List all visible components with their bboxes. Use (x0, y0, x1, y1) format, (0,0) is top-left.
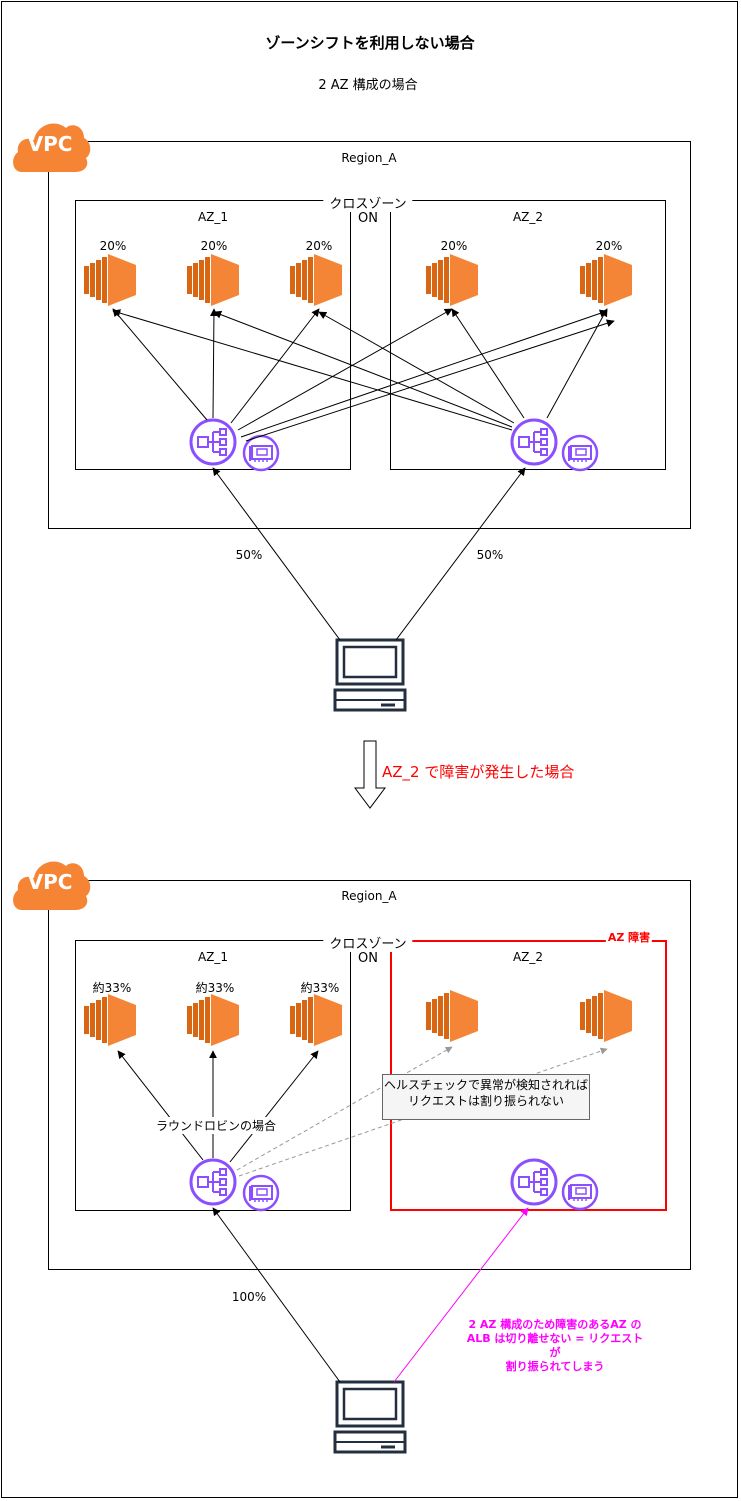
top-client-left-percent: 50% (235, 548, 263, 562)
health-check-note-line2: リクエストは割り振られない (407, 1094, 564, 1108)
bottom-cross-zone-state: ON (355, 951, 381, 966)
top-az2-ec2-1-percent: 20% (440, 239, 468, 253)
diagram-subtitle: 2 AZ 構成の場合 (318, 78, 418, 93)
top-az1-ec2-1-percent: 20% (99, 239, 127, 253)
round-robin-label: ラウンドロビンの場合 (153, 1117, 279, 1134)
diagram-title: ゾーンシフトを利用しない場合 (265, 34, 475, 52)
network-interface-icon (561, 434, 599, 472)
bottom-az1-label: AZ_1 (197, 950, 229, 964)
failure-note: 2 AZ 構成のため障害のあるAZ の ALB は切り離せない = リクエストが… (462, 1318, 648, 1374)
ec2-instance-icon (426, 990, 478, 1042)
application-load-balancer-icon (189, 1158, 237, 1206)
bottom-vpc-label: VPC (27, 870, 73, 894)
ec2-instance-icon (187, 254, 239, 306)
down-arrow-icon (354, 740, 386, 809)
ec2-instance-icon (290, 994, 342, 1046)
top-region-label: Region_A (341, 151, 397, 165)
health-check-note: ヘルスチェックで異常が検知されれば リクエストは割り振られない (382, 1074, 590, 1120)
ec2-instance-icon (187, 994, 239, 1046)
top-vpc-label: VPC (27, 132, 73, 156)
ec2-instance-icon (84, 994, 136, 1046)
health-check-note-line1: ヘルスチェックで異常が検知されれば (383, 1078, 588, 1092)
ec2-instance-icon (84, 254, 136, 306)
transition-label: AZ_2 で障害が発生した場合 (382, 763, 575, 781)
top-client-right-percent: 50% (476, 548, 504, 562)
top-az1-ec2-2-percent: 20% (200, 239, 228, 253)
top-az2-label: AZ_2 (512, 210, 544, 224)
network-interface-icon (242, 1174, 280, 1212)
network-interface-icon (242, 434, 280, 472)
top-vpc-box (48, 141, 691, 529)
top-cross-zone-label: クロスゾーン (323, 193, 413, 212)
failure-note-line3: 割り振られてしまう (505, 1360, 605, 1373)
application-load-balancer-icon (189, 418, 237, 466)
bottom-cross-zone-label: クロスゾーン (323, 933, 413, 952)
client-computer-icon (333, 1380, 407, 1454)
bottom-region-label: Region_A (341, 889, 397, 903)
application-load-balancer-icon (510, 1158, 558, 1206)
bottom-az2-label: AZ_2 (512, 950, 544, 964)
network-interface-icon (561, 1173, 599, 1211)
ec2-instance-icon (580, 254, 632, 306)
bottom-client-left-percent: 100% (231, 1290, 267, 1304)
failure-note-line1: 2 AZ 構成のため障害のあるAZ の (468, 1318, 642, 1331)
bottom-az1-ec2-1-percent: 約33% (92, 981, 132, 995)
top-az1-label: AZ_1 (197, 210, 229, 224)
failure-note-line2: ALB は切り離せない = リクエストが (466, 1332, 644, 1359)
az-failure-label: AZ 障害 (605, 929, 653, 945)
bottom-vpc-box (48, 880, 691, 1270)
top-az2-ec2-2-percent: 20% (595, 239, 623, 253)
ec2-instance-icon (426, 254, 478, 306)
client-computer-icon (333, 638, 407, 712)
top-cross-zone-state: ON (355, 211, 381, 226)
bottom-az1-ec2-3-percent: 約33% (300, 981, 340, 995)
application-load-balancer-icon (510, 418, 558, 466)
bottom-az1-ec2-2-percent: 約33% (195, 981, 235, 995)
top-az1-ec2-3-percent: 20% (305, 239, 333, 253)
ec2-instance-icon (290, 254, 342, 306)
ec2-instance-icon (580, 990, 632, 1042)
